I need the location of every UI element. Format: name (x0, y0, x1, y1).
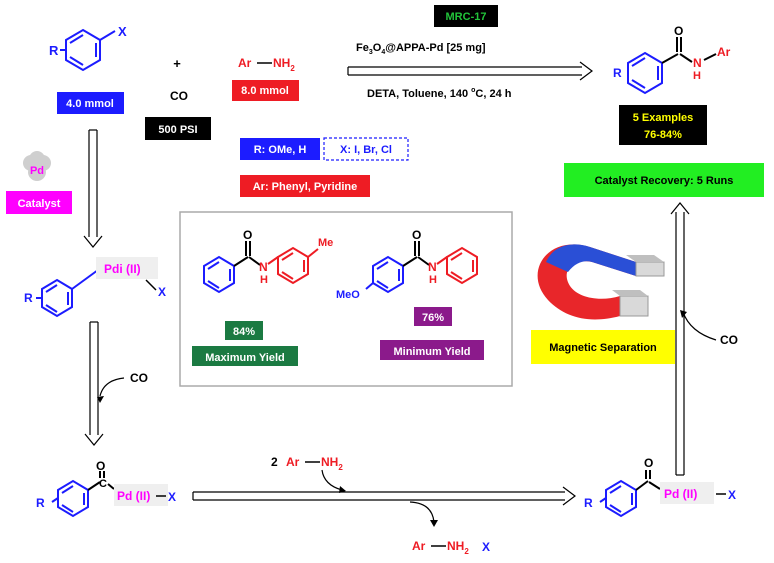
pd-catalyst-icon (23, 151, 51, 181)
amine-amount-badge (232, 80, 299, 101)
product-o: O (674, 24, 683, 38)
min-yield-molecule (365, 241, 478, 294)
bottom-amine-nh: NH2 (321, 455, 343, 472)
max-yield-value-badge (225, 321, 263, 340)
co-reagent: CO (170, 89, 188, 103)
min-yield-value: 76% (422, 312, 444, 324)
recovery-co-label: CO (720, 333, 738, 347)
main-reaction-arrow (347, 61, 593, 81)
mrc-code-badge (434, 5, 498, 27)
x-options-text: X: I, Br, Cl (340, 144, 392, 156)
ar-options-text: Ar: Phenyl, Pyridine (253, 181, 358, 193)
byproduct-out-curve (409, 501, 435, 523)
bottom-right-pd: Pd (II) (664, 487, 697, 501)
bottom-left-x: X (168, 490, 176, 504)
min-o: O (412, 228, 421, 242)
bottom-right-o: O (644, 456, 653, 470)
byproduct-nh: NH2 (447, 539, 469, 556)
product-ar: Ar (717, 45, 731, 59)
examples-line1: 5 Examples (633, 112, 694, 124)
aminolysis-arrow (192, 486, 576, 506)
bottom-right-pd-highlight (660, 482, 714, 504)
pd-icon-label: Pd (30, 165, 44, 177)
amine-ar-text: Ar (238, 56, 252, 70)
max-yield-value: 84% (233, 326, 255, 338)
min-yield-label-badge (380, 340, 484, 360)
left-co-label: CO (130, 371, 148, 385)
magnet-illustration (537, 244, 665, 320)
examples-badge (619, 105, 707, 145)
product-h: H (693, 70, 701, 82)
max-yield-molecule (203, 241, 319, 294)
magnetic-separation-badge (531, 330, 675, 364)
min-meo: MeO (336, 289, 360, 301)
aryl-x-label: X (118, 24, 127, 39)
co-pressure-text: 500 PSI (158, 124, 197, 136)
product-n: N (693, 56, 702, 70)
co-insertion-arrow (84, 321, 104, 446)
co-curved-arrow-right (682, 311, 717, 341)
r-options-text: R: OMe, H (254, 144, 307, 156)
amine-in-curve (321, 469, 343, 491)
min-yield-value-badge (414, 307, 452, 326)
oxidative-addition-arrow (83, 129, 103, 248)
co-curved-arrow-left (99, 377, 125, 397)
max-h: H (260, 274, 268, 286)
bottom-left-pd-highlight (114, 484, 168, 506)
r-options-badge (240, 138, 320, 160)
bottom-right-r: R (584, 496, 593, 510)
reaction-conditions-line: DETA, Toluene, 140 oC, 24 h (367, 87, 512, 100)
byproduct-x: X (482, 540, 490, 554)
magnetic-separation-text: Magnetic Separation (549, 342, 657, 354)
max-yield-label: Maximum Yield (205, 352, 284, 364)
acyl-pd-complex-left-structure (51, 471, 115, 518)
plus-sign: + (173, 56, 181, 71)
aryl-amount-text: 4.0 mmol (66, 98, 114, 110)
co-pressure-badge (145, 117, 211, 140)
bottom-amine-coeff: 2 (271, 455, 278, 469)
x-options-badge (323, 137, 409, 161)
aryl-amount-badge (57, 92, 124, 114)
catalyst-recovery-badge (564, 163, 764, 197)
max-yield-label-badge (192, 346, 298, 366)
pd-complex-highlight (96, 257, 158, 279)
product-r: R (613, 66, 622, 80)
min-yield-label: Minimum Yield (393, 346, 470, 358)
catalyst-conditions-line: Fe3O4@APPA-Pd [25 mg] (356, 42, 486, 56)
bottom-left-c: C (99, 478, 107, 490)
pd-complex-r: R (24, 291, 33, 305)
mrc-code-text: MRC-17 (446, 11, 487, 23)
max-n: N (259, 260, 268, 274)
recovery-up-arrow (670, 202, 690, 476)
max-me: Me (318, 237, 333, 249)
catalyst-badge-text: Catalyst (18, 198, 61, 210)
aryl-r-label: R (49, 43, 59, 58)
bottom-left-pd: Pd (II) (117, 489, 150, 503)
catalyst-recovery-text: Catalyst Recovery: 5 Runs (595, 175, 734, 187)
bottom-left-r: R (36, 496, 45, 510)
bottom-amine-ar: Ar (286, 455, 300, 469)
catalyst-badge (6, 191, 72, 214)
min-n: N (428, 260, 437, 274)
product-benzamide-structure (627, 37, 717, 95)
aryl-halide-structure (60, 28, 116, 72)
acyl-pd-complex-right-structure (599, 470, 661, 518)
min-h: H (429, 274, 437, 286)
bottom-right-x: X (728, 488, 736, 502)
examples-line2: 76-84% (644, 129, 682, 141)
pd-complex-label: Pdi (II) (104, 262, 141, 276)
amine-nh-text: NH2 (273, 56, 295, 73)
aryl-pd-complex-structure (36, 269, 99, 318)
bottom-left-o: O (96, 459, 105, 473)
byproduct-ar: Ar (412, 539, 426, 553)
amine-amount-text: 8.0 mmol (241, 85, 289, 97)
ar-options-badge (240, 175, 370, 197)
max-o: O (243, 228, 252, 242)
pd-complex-x: X (158, 285, 166, 299)
